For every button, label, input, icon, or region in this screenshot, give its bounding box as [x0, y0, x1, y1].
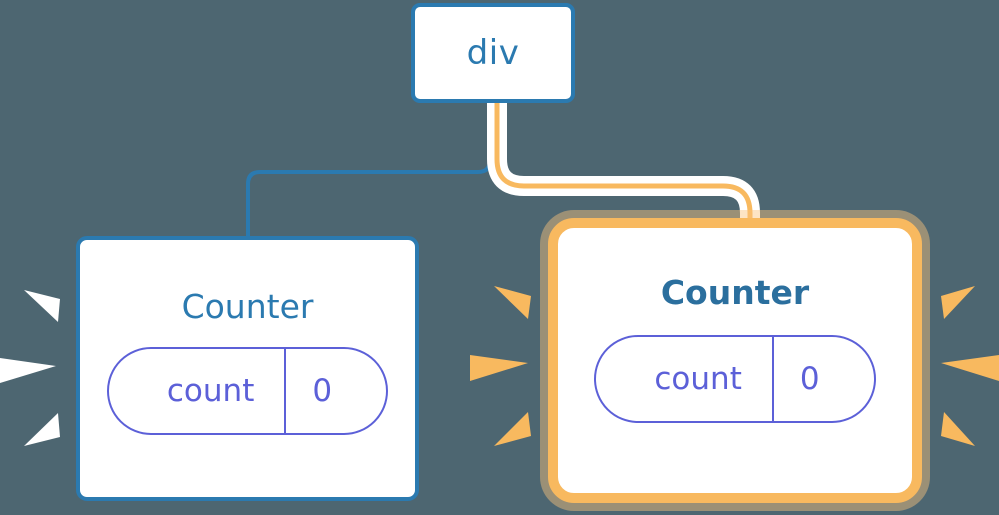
node-counter-left[interactable]: Counter count 0 — [76, 236, 419, 501]
sparkle-ray — [470, 355, 528, 381]
node-counter-left-label: Counter — [181, 287, 314, 326]
sparkle-group-left-outer — [0, 290, 60, 446]
sparkle-ray — [941, 286, 975, 319]
sparkle-ray — [0, 358, 56, 383]
state-pill-counter-right[interactable]: count 0 — [594, 335, 876, 423]
sparkle-ray — [494, 286, 531, 319]
state-key-label: count — [654, 360, 742, 397]
sparkle-group-right-outer — [941, 286, 999, 446]
sparkle-ray — [494, 412, 531, 446]
state-pill-counter-left[interactable]: count 0 — [106, 347, 389, 435]
edge-div-to-counter-right — [494, 103, 753, 232]
state-key-label: count — [166, 372, 255, 409]
node-counter-right[interactable]: Counter count 0 — [548, 218, 922, 503]
node-div-label: div — [466, 33, 520, 73]
edge-div-to-counter-left — [246, 101, 492, 238]
edge-div-to-counter-right-halo — [487, 103, 760, 232]
sparkle-ray — [24, 413, 60, 446]
state-value-label: 0 — [284, 349, 386, 433]
sparkle-group-middle — [470, 286, 531, 446]
node-div[interactable]: div — [411, 3, 575, 103]
node-counter-right-label: Counter — [660, 273, 810, 312]
sparkle-ray — [941, 355, 999, 381]
sparkle-ray — [941, 412, 975, 446]
state-value-label: 0 — [771, 337, 874, 421]
sparkle-ray — [24, 290, 60, 322]
